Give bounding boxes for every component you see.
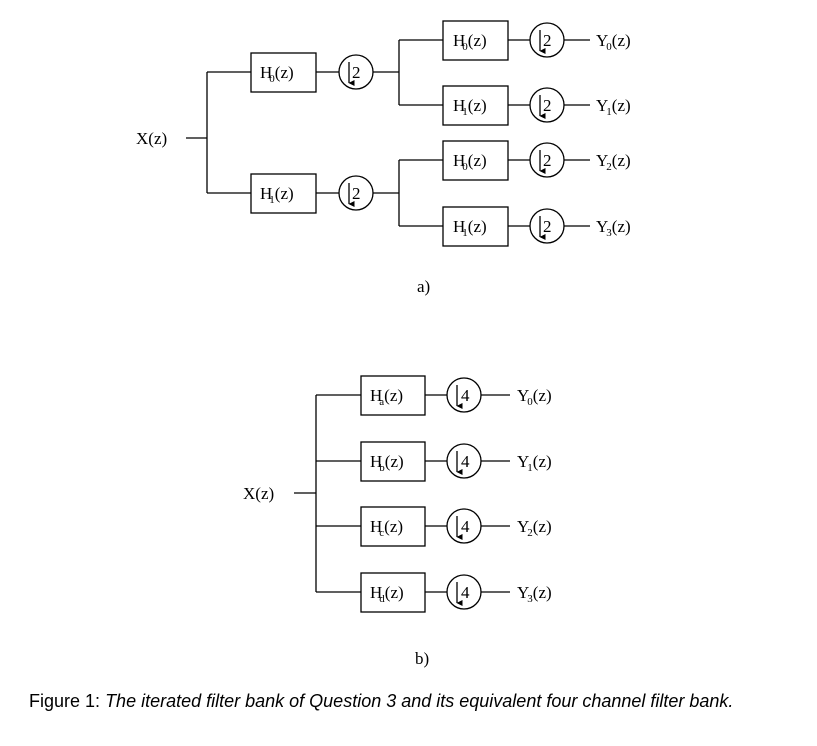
svg-text:4: 4 [461, 517, 470, 536]
stage2-filter-2: H1(z) [442, 85, 509, 126]
svg-text:2: 2 [352, 63, 361, 82]
stage2-filter-4: H1(z) [442, 206, 509, 247]
output-label: Y2(z) [596, 151, 631, 173]
svg-text:2: 2 [543, 96, 552, 115]
diagram-b-wires [294, 394, 510, 593]
output-label: Y1(z) [596, 96, 631, 118]
svg-text:H0(z): H0(z) [453, 151, 487, 173]
stage2-filter-3: H0(z) [442, 140, 509, 181]
svg-text:4: 4 [461, 583, 470, 602]
svg-text:2: 2 [543, 151, 552, 170]
svg-text:2: 2 [543, 31, 552, 50]
diagram-a: X(z) H0(z) 2 H1(z) 2 H0(z) H1(z) [136, 20, 631, 296]
output-label: Y3(z) [517, 583, 552, 605]
output-label: Y0(z) [517, 386, 552, 408]
downsampler-4-2: 4 [446, 443, 482, 479]
svg-text:H0(z): H0(z) [453, 31, 487, 53]
caption-text: The iterated filter bank of Question 3 a… [105, 691, 734, 711]
svg-text:H1(z): H1(z) [453, 96, 487, 118]
svg-text:Hd(z): Hd(z) [370, 583, 404, 605]
stage2-filter-1: H0(z) [442, 20, 509, 61]
stage1-filter-h0: H0(z) [250, 52, 317, 93]
filter-hb: Hb(z) [360, 441, 426, 482]
input-label: X(z) [243, 484, 274, 503]
output-label: Y1(z) [517, 452, 552, 474]
downsampler-4-3: 4 [446, 508, 482, 544]
svg-text:4: 4 [461, 386, 470, 405]
input-label: X(z) [136, 129, 167, 148]
filter-hc: Hc(z) [360, 506, 426, 547]
filter-hd: Hd(z) [360, 572, 426, 613]
figure-caption: Figure 1: The iterated filter bank of Qu… [29, 690, 789, 713]
caption-prefix: Figure 1: [29, 691, 101, 711]
diagram-a-label: a) [417, 277, 430, 296]
svg-text:H0(z): H0(z) [260, 63, 294, 85]
stage2-downsampler-4: 2 [529, 208, 565, 244]
filter-ha: Ha(z) [360, 375, 426, 416]
svg-text:2: 2 [352, 184, 361, 203]
downsampler-4-1: 4 [446, 377, 482, 413]
downsampler-4-4: 4 [446, 574, 482, 610]
output-label: Y2(z) [517, 517, 552, 539]
stage1-downsampler-top: 2 [338, 54, 374, 90]
stage2-downsampler-3: 2 [529, 142, 565, 178]
diagram-b-label: b) [415, 649, 429, 668]
svg-text:Hc(z): Hc(z) [370, 517, 403, 539]
stage2-downsampler-1: 2 [529, 22, 565, 58]
stage1-downsampler-bottom: 2 [338, 175, 374, 211]
svg-text:H1(z): H1(z) [453, 217, 487, 239]
output-label: Y3(z) [596, 217, 631, 239]
svg-text:H1(z): H1(z) [260, 184, 294, 206]
output-label: Y0(z) [596, 31, 631, 53]
svg-text:Hb(z): Hb(z) [370, 452, 404, 474]
svg-text:2: 2 [543, 217, 552, 236]
diagram-a-wires [186, 39, 590, 227]
svg-text:Ha(z): Ha(z) [370, 386, 403, 408]
svg-text:4: 4 [461, 452, 470, 471]
stage2-downsampler-2: 2 [529, 87, 565, 123]
stage1-filter-h1: H1(z) [250, 173, 317, 214]
filter-bank-diagrams: X(z) H0(z) 2 H1(z) 2 H0(z) H1(z) [136, 20, 631, 668]
diagram-b: X(z) Ha(z) Hb(z) Hc(z) Hd(z) 4 4 [243, 375, 552, 668]
